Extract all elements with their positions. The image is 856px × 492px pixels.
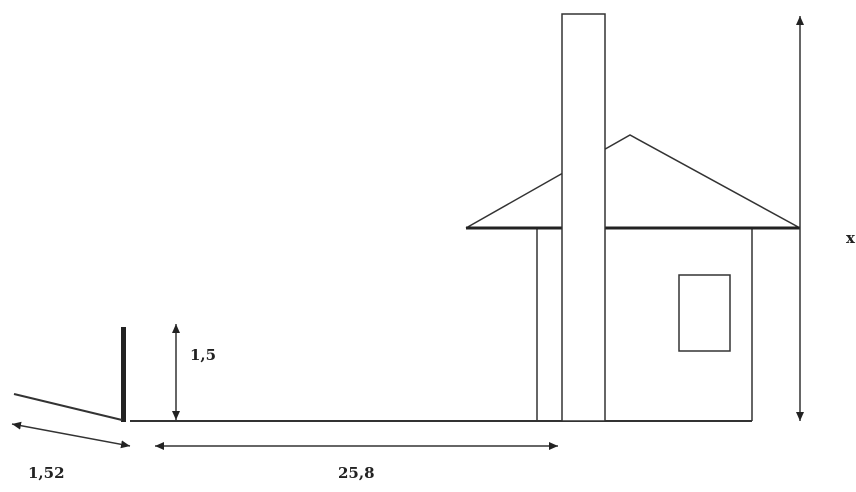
building-window <box>678 274 731 352</box>
building-height-label: x <box>846 229 856 247</box>
shadow-length-arrow <box>11 421 131 449</box>
ground-distance-label: 25,8 <box>338 464 375 482</box>
stick-height-label: 1,5 <box>190 346 216 364</box>
chimney <box>561 13 606 422</box>
building-roof <box>465 134 801 229</box>
shadow-length-label: 1,52 <box>28 464 65 482</box>
stick <box>121 327 126 422</box>
stick-shadow <box>13 393 123 421</box>
